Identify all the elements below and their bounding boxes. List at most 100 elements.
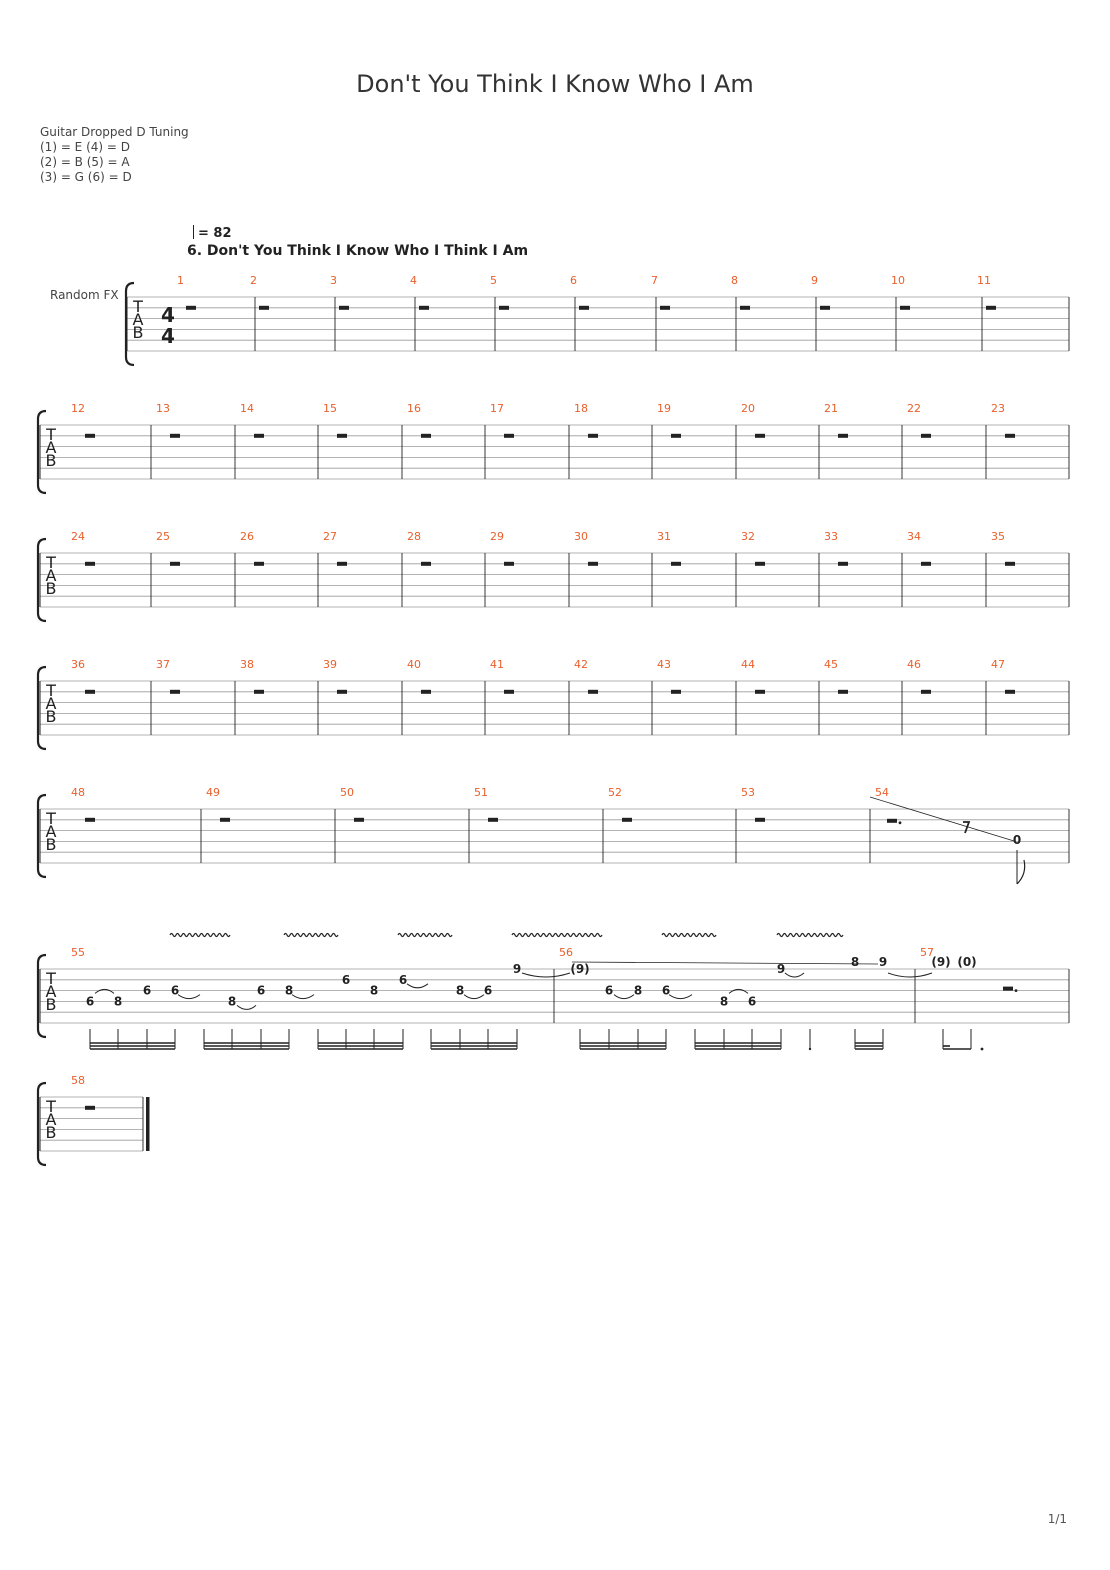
staff-brace: [36, 793, 47, 879]
tab-clef-letter: A: [46, 438, 57, 457]
tuning-line-2: (2) = B (5) = A: [40, 155, 130, 169]
fret-number: 9: [879, 955, 887, 969]
tab-clef-letter: T: [45, 425, 56, 444]
measure-number: 2: [250, 274, 257, 287]
fret-number: 6: [171, 984, 179, 998]
tab-clef-letter: A: [46, 822, 57, 841]
fret-number: 8: [285, 984, 293, 998]
whole-rest: [85, 817, 95, 822]
tie-arc: [406, 983, 429, 989]
section-label: 6. Don't You Think I Know Who I Think I …: [187, 243, 529, 259]
whole-rest: [85, 689, 95, 694]
measure-number: 58: [71, 1074, 85, 1087]
measure-number: 10: [891, 274, 905, 287]
staff-brace: [36, 665, 47, 751]
whole-rest: [220, 817, 230, 822]
fret-number: 6: [662, 984, 670, 998]
whole-rest: [588, 433, 598, 438]
whole-rest: [1003, 986, 1013, 991]
whole-rest: [671, 689, 681, 694]
rest-dot: [1014, 989, 1018, 992]
tab-clef-letter: T: [45, 809, 56, 828]
whole-rest: [337, 433, 347, 438]
whole-rest: [671, 433, 681, 438]
measure-number: 15: [323, 402, 337, 415]
fret-number: 6: [748, 994, 756, 1008]
tie-arc: [94, 988, 115, 994]
whole-rest: [354, 817, 364, 822]
whole-rest: [419, 305, 429, 310]
measure-number: 26: [240, 530, 254, 543]
page-number: 1/1: [1047, 1512, 1067, 1526]
fret-number: 0: [1013, 833, 1021, 847]
whole-rest: [259, 305, 269, 310]
note-dot: [980, 1047, 984, 1051]
measure-number: 30: [574, 530, 588, 543]
final-barline: [146, 1097, 150, 1151]
tab-clef-letter: A: [46, 982, 57, 1001]
measure-number: 54: [875, 786, 889, 799]
fret-number: 6: [257, 984, 265, 998]
whole-rest: [504, 561, 514, 566]
tab-clef-letter: A: [133, 310, 144, 329]
tie-arc: [728, 988, 749, 994]
tab-clef-letter: B: [46, 579, 57, 598]
whole-rest: [254, 433, 264, 438]
tab-clef-letter: A: [46, 694, 57, 713]
measure-number: 35: [991, 530, 1005, 543]
measure-number: 52: [608, 786, 622, 799]
whole-rest: [421, 561, 431, 566]
tuning-line-3: (3) = G (6) = D: [40, 170, 132, 184]
measure-number: 6: [570, 274, 577, 287]
whole-rest: [504, 689, 514, 694]
fret-number: 9: [777, 962, 785, 976]
whole-rest: [186, 305, 196, 310]
vibrato-mark: [511, 932, 603, 938]
tuning-info: Guitar Dropped D Tuning (1) = E (4) = D …: [40, 125, 189, 185]
whole-rest: [170, 433, 180, 438]
fret-number: 6: [86, 994, 94, 1008]
measure-number: 47: [991, 658, 1005, 671]
whole-rest: [85, 561, 95, 566]
whole-rest: [838, 689, 848, 694]
time-signature-top: 4: [161, 303, 175, 327]
measure-number: 39: [323, 658, 337, 671]
tab-clef-letter: A: [46, 1110, 57, 1129]
measure-number: 24: [71, 530, 85, 543]
whole-rest: [838, 433, 848, 438]
whole-rest: [337, 689, 347, 694]
staff-brace: [36, 537, 47, 623]
measure-number: 13: [156, 402, 170, 415]
fret-number: 6: [399, 973, 407, 987]
quarter-note-icon: [193, 225, 194, 239]
tab-clef-letter: A: [46, 566, 57, 585]
whole-rest: [900, 305, 910, 310]
measure-number: 37: [156, 658, 170, 671]
measure-number: 36: [71, 658, 85, 671]
tuning-header: Guitar Dropped D Tuning: [40, 125, 189, 139]
whole-rest: [421, 433, 431, 438]
measure-number: 4: [410, 274, 417, 287]
tie-arc: [887, 972, 933, 978]
staff-brace: [36, 409, 47, 495]
fret-number: 8: [720, 994, 728, 1008]
tie-arc: [291, 994, 315, 1000]
slide-line: [571, 961, 879, 965]
tie-arc: [613, 994, 635, 1000]
tempo-marking: = 82: [193, 225, 232, 241]
measure-number: 27: [323, 530, 337, 543]
fret-number: 8: [634, 984, 642, 998]
tie-arc: [236, 1005, 257, 1010]
whole-rest: [254, 689, 264, 694]
whole-rest: [339, 305, 349, 310]
slide-line: [869, 796, 1015, 842]
whole-rest: [755, 433, 765, 438]
tuning-line-1: (1) = E (4) = D: [40, 140, 130, 154]
measure-number: 29: [490, 530, 504, 543]
measure-number: 22: [907, 402, 921, 415]
song-title: Don't You Think I Know Who I Am: [356, 70, 754, 98]
tab-clef-letter: T: [45, 969, 56, 988]
tab-clef-letter: B: [46, 451, 57, 470]
whole-rest: [755, 817, 765, 822]
measure-number: 55: [71, 946, 85, 959]
